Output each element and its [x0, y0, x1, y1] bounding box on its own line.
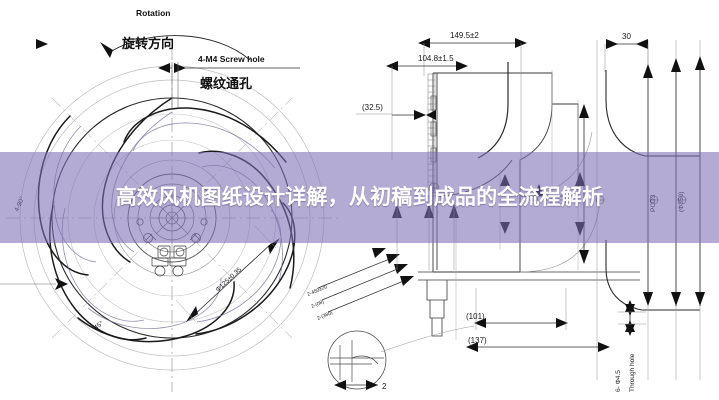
- label-diameter-125: Φ125±0.35: [215, 266, 244, 293]
- label-through-hole-size: 6- Φ4.5: [615, 370, 622, 392]
- label-through-hole-text: Through hole: [629, 353, 636, 392]
- label-angle-45: 45°: [92, 319, 105, 332]
- dim-104-8: 104.8±1.5: [418, 54, 454, 63]
- dim-101: (101): [466, 312, 485, 321]
- label-rotation-en: Rotation: [136, 8, 170, 18]
- dim-30: 30: [622, 32, 631, 41]
- dim-2-450: 2-450±20: [306, 284, 328, 298]
- dim-2: 2: [382, 382, 387, 391]
- page-title: 高效风机图纸设计详解，从初稿到成品的全流程解析: [115, 185, 604, 210]
- dim-2-380: 2-(380): [316, 310, 333, 322]
- dim-2-08: 2-(08): [310, 299, 325, 310]
- label-screw-hole-en: 4-M4 Screw hole: [198, 54, 265, 64]
- dim-137: (137): [468, 336, 487, 345]
- label-screw-hole-cn: 螺纹通孔: [200, 76, 252, 92]
- dim-149-5: 149.5±2: [450, 31, 479, 40]
- label-rotation-cn: 旋转方向: [121, 36, 174, 52]
- dim-32-5: (32.5): [362, 103, 383, 112]
- title-overlay-band: 高效风机图纸设计详解，从初稿到成品的全流程解析: [0, 152, 719, 243]
